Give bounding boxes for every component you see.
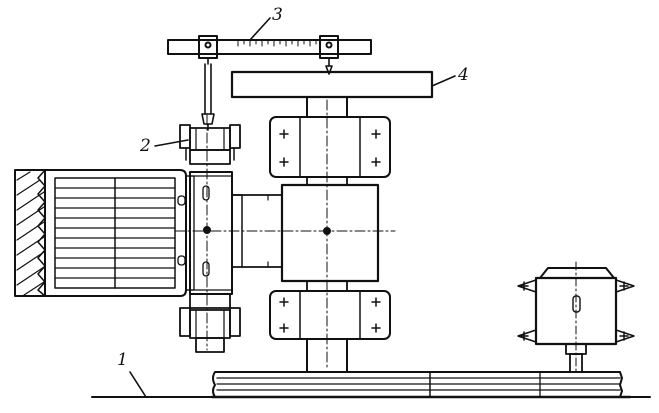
motor (14, 169, 187, 297)
label-ruler: 3 (272, 5, 283, 25)
leader-line-2 (154, 139, 189, 147)
leader-lines (129, 17, 456, 398)
leader-line-4 (431, 75, 456, 87)
label-indicator: 2 (139, 136, 151, 156)
leader-line-3 (249, 17, 271, 41)
label-bar: 4 (457, 65, 469, 85)
leader-line-1 (129, 371, 147, 398)
machine-unit (174, 96, 396, 373)
small-gearbox (517, 261, 635, 373)
straight-edge-bar (230, 70, 434, 99)
base-plates (91, 371, 651, 399)
label-base: 1 (117, 350, 128, 370)
coupling-column (177, 114, 241, 353)
measuring-ruler (167, 35, 372, 131)
